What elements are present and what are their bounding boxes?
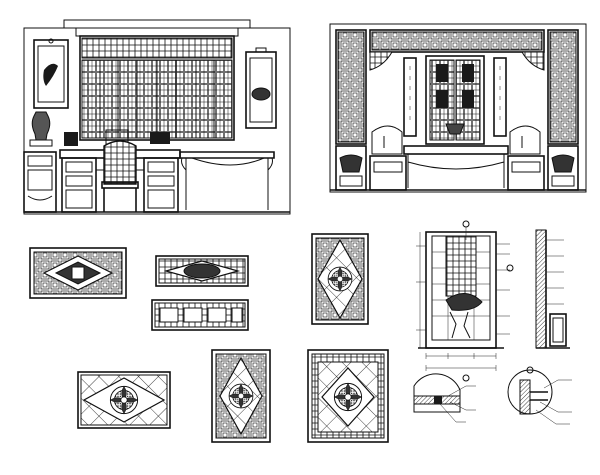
study-cabinet-elevation bbox=[23, 19, 291, 215]
detail-callout-1 bbox=[413, 373, 476, 423]
side-stand bbox=[23, 151, 57, 213]
console-table bbox=[179, 151, 275, 159]
detail-callout-2 bbox=[507, 366, 572, 425]
ceiling-plan-5 bbox=[77, 371, 171, 429]
armchair-left bbox=[371, 125, 403, 155]
armchair-right bbox=[509, 125, 541, 155]
lattice-column-right bbox=[547, 29, 579, 145]
wall-section bbox=[535, 229, 547, 349]
couplet-board-right bbox=[493, 57, 507, 137]
ceiling-plan-3 bbox=[151, 299, 249, 331]
ceiling-plan-1 bbox=[29, 247, 127, 299]
altar-table bbox=[403, 145, 509, 155]
screen-section-and-details bbox=[413, 220, 572, 425]
vase bbox=[31, 111, 51, 141]
lattice-frieze bbox=[369, 29, 545, 53]
hall-partition-elevation bbox=[329, 23, 587, 193]
lattice-column-left bbox=[335, 29, 367, 145]
central-cabinet bbox=[425, 55, 485, 145]
hanging-scroll-left bbox=[33, 39, 69, 109]
couplet-board-left bbox=[403, 57, 417, 137]
ceiling-plan-2 bbox=[155, 255, 249, 287]
chair bbox=[103, 140, 137, 185]
ceiling-plan-7 bbox=[307, 349, 389, 443]
book-stack bbox=[64, 132, 78, 146]
cornice bbox=[63, 19, 251, 29]
ceiling-plan-4 bbox=[311, 233, 369, 325]
ceiling-plan-6 bbox=[211, 349, 271, 443]
